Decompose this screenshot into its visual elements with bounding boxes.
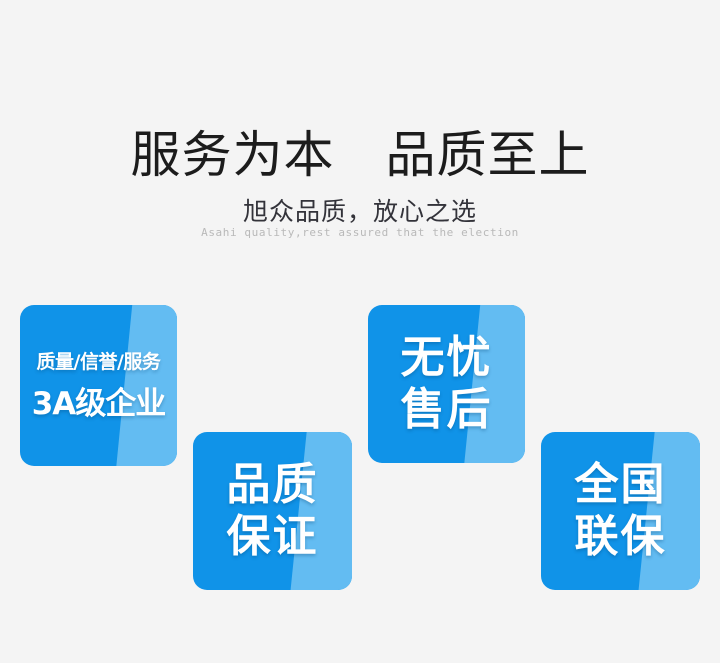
banner-title: 服务为本 品质至上: [130, 126, 590, 184]
badge-content: 品质 保证: [193, 432, 352, 590]
badge-line-secondary: 售后: [400, 384, 493, 435]
badge-line-primary: 质量/信誉/服务: [36, 350, 161, 373]
badge-content: 无忧 售后: [368, 305, 525, 463]
badge-line-primary: 无忧: [400, 332, 493, 383]
badge-quality-guarantee: 品质 保证: [193, 432, 352, 590]
badge-quality-credit-service: 质量/信誉/服务 3A级企业: [20, 305, 177, 466]
badge-nationwide-warranty: 全国 联保: [541, 432, 700, 590]
banner-subtitle-chinese: 旭众品质，放心之选: [242, 197, 477, 226]
badge-line-secondary: 联保: [574, 511, 667, 562]
badge-content: 全国 联保: [541, 432, 700, 590]
badge-line-secondary: 3A级企业: [31, 385, 167, 422]
badge-line-primary: 全国: [574, 459, 667, 510]
banner-subtitle-english: Asahi quality,rest assured that the elec…: [201, 226, 519, 239]
badge-line-primary: 品质: [226, 459, 319, 510]
badge-line-secondary: 保证: [226, 511, 319, 562]
badge-content: 质量/信誉/服务 3A级企业: [20, 305, 177, 466]
badge-worry-free-after-sales: 无忧 售后: [368, 305, 525, 463]
